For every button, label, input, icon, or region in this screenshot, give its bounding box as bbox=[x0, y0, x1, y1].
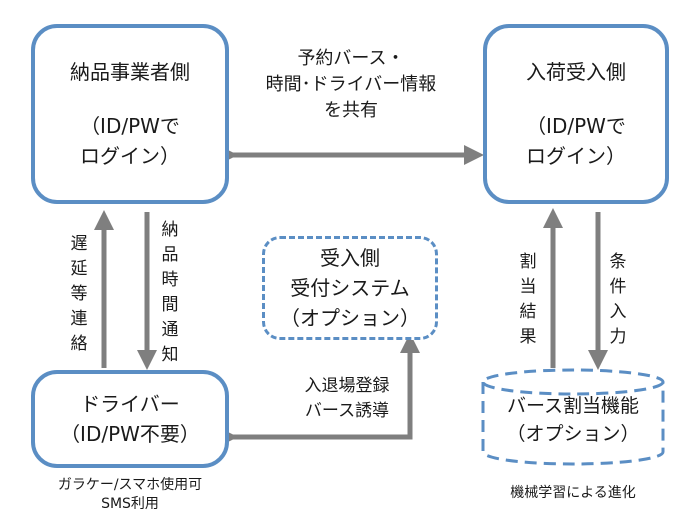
vendor-box: 納品事業者側 （ID/PWで ログイン） bbox=[31, 24, 229, 204]
driver-box: ドライバー （ID/PW不要） bbox=[31, 370, 229, 468]
driver-sub: （ID/PW不要） bbox=[60, 422, 200, 446]
delay-label: 遅 延 等 連 絡 bbox=[70, 234, 88, 354]
berth-line1: バース割当機能 bbox=[506, 395, 640, 417]
entry-label: 入退場登録 バース誘導 bbox=[292, 374, 402, 424]
share-label-line2: 時間･ドライバー情報 bbox=[265, 74, 437, 95]
entry-label-line1: 入退場登録 bbox=[304, 376, 390, 396]
receiver-sub1: （ID/PWで bbox=[526, 114, 626, 138]
berth-cylinder bbox=[481, 368, 665, 466]
berth-line2: （オプション） bbox=[506, 423, 640, 445]
vendor-sub1: （ID/PWで bbox=[80, 114, 180, 138]
reception-line3: （オプション） bbox=[280, 306, 420, 330]
entry-label-line2: バース誘導 bbox=[304, 401, 390, 421]
receiver-box: 入荷受入側 （ID/PWで ログイン） bbox=[483, 24, 669, 204]
driver-title: ドライバー bbox=[80, 392, 180, 416]
condition-label: 条 件 入 力 bbox=[609, 252, 627, 347]
berth-text: バース割当機能 （オプション） bbox=[483, 392, 663, 448]
receiver-sub2: ログイン） bbox=[526, 144, 626, 168]
phone-caption-line2: SMS利用 bbox=[101, 496, 159, 512]
reception-line2: 受付システム bbox=[290, 276, 410, 300]
assign-label: 割 当 結 果 bbox=[519, 252, 537, 347]
phone-caption: ガラケー/スマホ使用可 SMS利用 bbox=[6, 476, 254, 514]
reception-line1: 受入側 bbox=[320, 246, 380, 270]
receiver-title: 入荷受入側 bbox=[526, 60, 626, 84]
share-label: 予約バース・ 時間･ドライバー情報 を共有 bbox=[236, 46, 466, 124]
entry-arrow bbox=[218, 333, 420, 447]
reception-system-box: 受入側 受付システム （オプション） bbox=[262, 236, 438, 340]
vendor-sub2: ログイン） bbox=[80, 144, 180, 168]
phone-caption-line1: ガラケー/スマホ使用可 bbox=[57, 477, 203, 493]
share-label-line1: 予約バース・ bbox=[297, 48, 405, 69]
vendor-title: 納品事業者側 bbox=[70, 60, 190, 84]
delivery-label: 納 品 時 間 通 知 bbox=[161, 220, 179, 365]
share-label-line3: を共有 bbox=[324, 100, 378, 121]
ml-caption: 機械学習による進化 bbox=[510, 485, 636, 501]
